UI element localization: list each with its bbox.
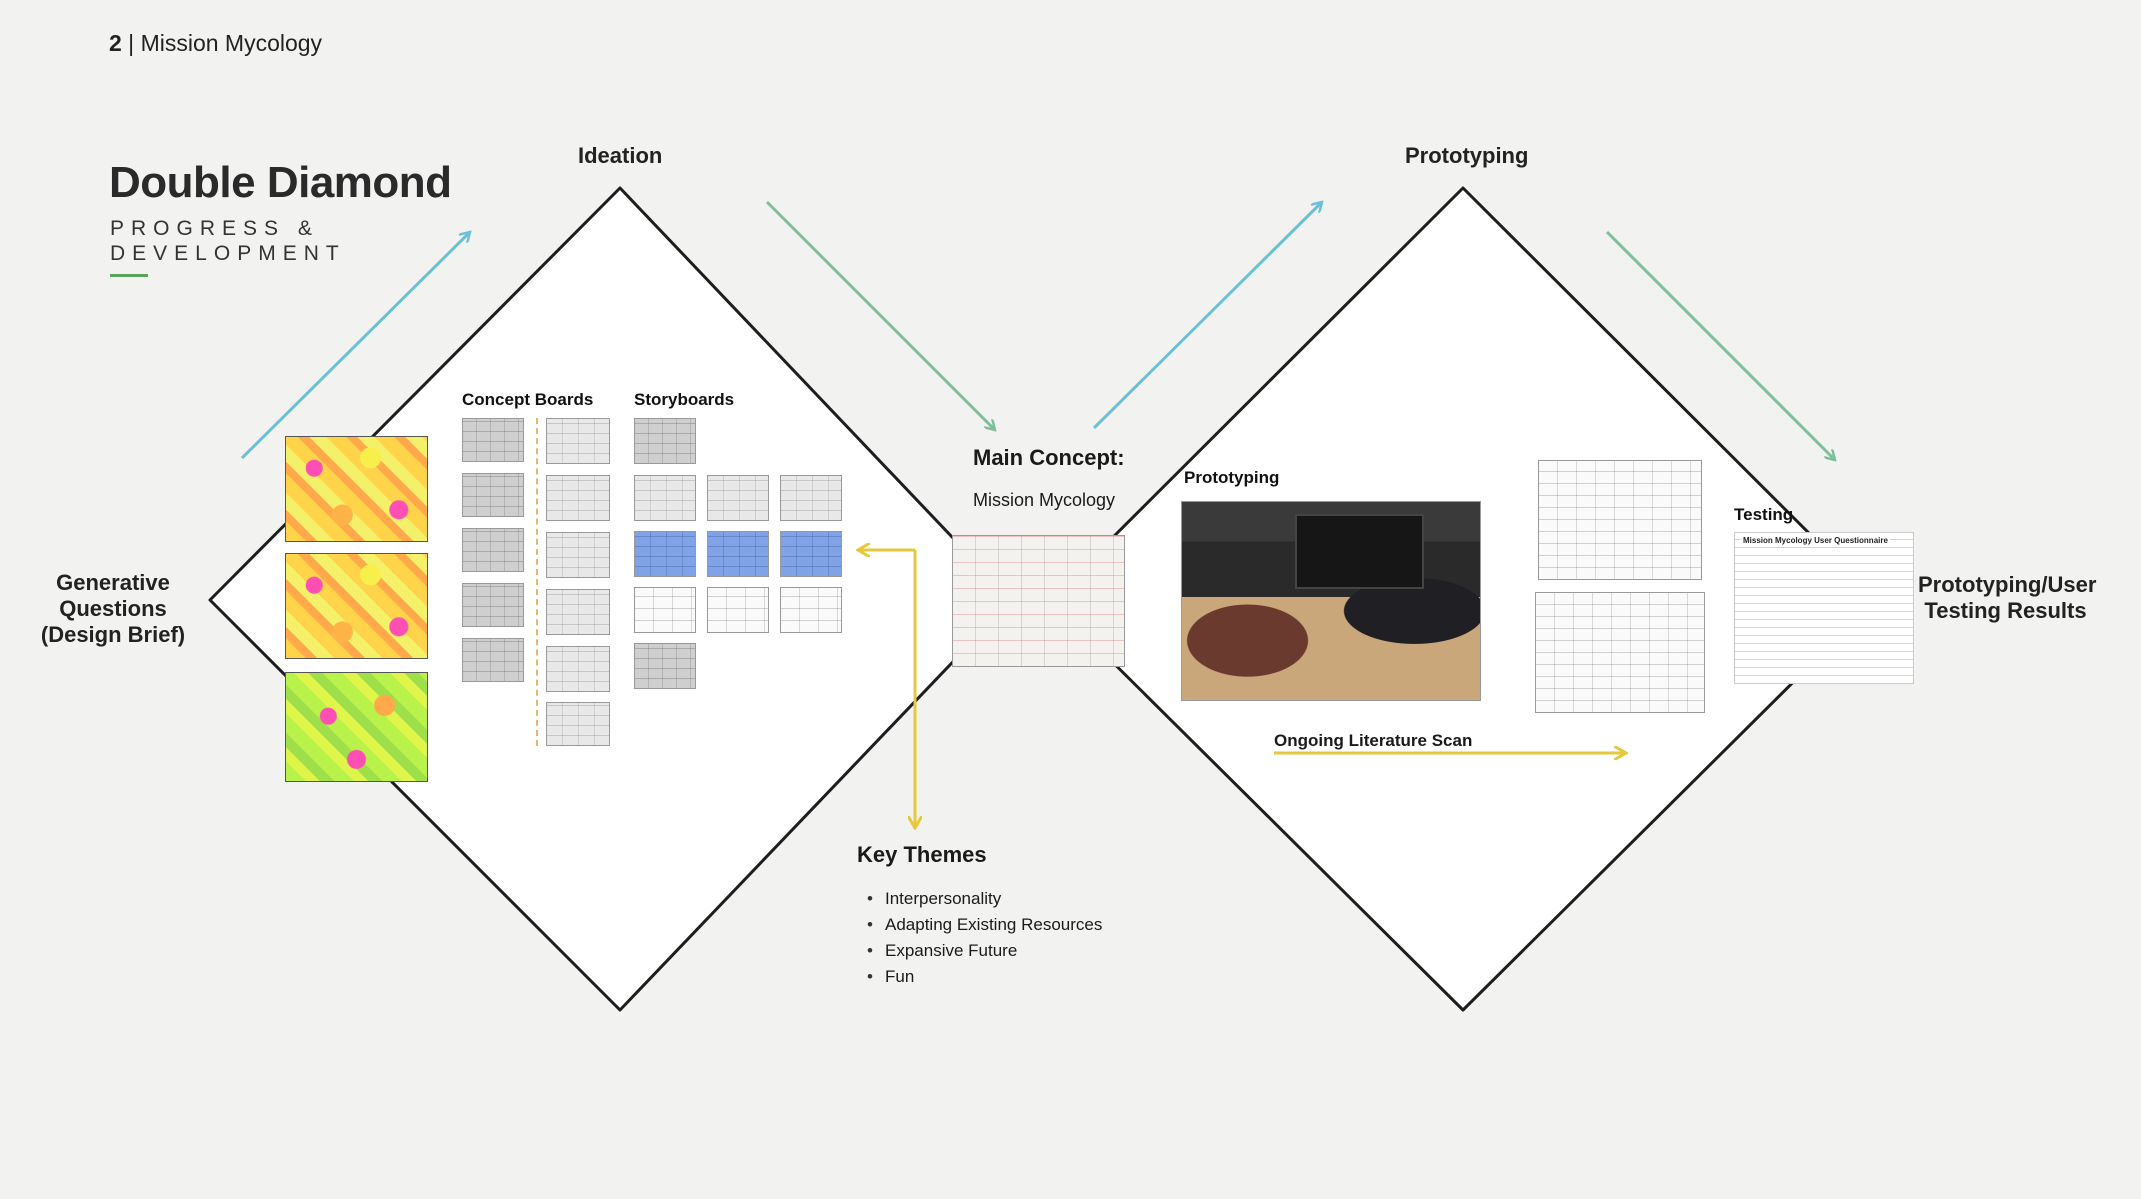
stage-prototyping: Prototyping — [1405, 143, 1529, 168]
page-header: 2 | Mission Mycology — [109, 30, 322, 57]
storyboard-thumb — [634, 531, 696, 577]
concept-board-divider — [536, 418, 538, 746]
page-title: Double Diamond — [109, 158, 452, 207]
title-underline — [110, 274, 148, 277]
sticky-notes-photo-1 — [285, 436, 428, 542]
arrow-diverge-2 — [1092, 202, 1322, 430]
concept-board-thumb — [546, 646, 610, 692]
key-theme-item: Fun — [867, 964, 1102, 990]
main-concept-value: Mission Mycology — [973, 490, 1116, 510]
literature-scan-label: Ongoing Literature Scan — [1274, 731, 1473, 750]
stage-ideation: Ideation — [578, 143, 663, 168]
concept-boards-label: Concept Boards — [462, 390, 594, 409]
questionnaire-title: Mission Mycology User Questionnaire — [1741, 535, 1890, 546]
stage-testing-results: Prototyping/User Testing Results — [1918, 572, 2097, 623]
concept-board-thumb — [546, 589, 610, 635]
arrow-converge-2 — [1605, 230, 1835, 460]
prototyping-label: Prototyping — [1184, 468, 1280, 487]
key-themes-heading: Key Themes — [857, 842, 987, 867]
storyboard-thumb — [780, 587, 842, 633]
storyboard-thumb — [634, 643, 696, 689]
page-number: 2 — [109, 30, 122, 56]
key-theme-item: Adapting Existing Resources — [867, 912, 1102, 938]
concept-board-thumb — [546, 532, 610, 578]
sticky-notes-photo-2 — [285, 553, 428, 659]
user-questionnaire-doc: Mission Mycology User Questionnaire — [1734, 532, 1914, 684]
concept-board-thumb — [546, 475, 610, 521]
concept-board-thumb — [546, 702, 610, 746]
concept-board-thumb — [546, 418, 610, 464]
concept-board-thumb — [462, 583, 524, 627]
key-theme-item: Expansive Future — [867, 938, 1102, 964]
concept-board-thumb — [462, 473, 524, 517]
key-themes-list: Interpersonality Adapting Existing Resou… — [867, 886, 1102, 990]
storyboard-thumb — [780, 531, 842, 577]
arrow-diverge-1 — [240, 232, 470, 460]
storyboard-thumb — [780, 475, 842, 521]
arrow-converge-1 — [765, 200, 995, 430]
storyboard-thumb — [707, 587, 769, 633]
concept-board-thumb — [462, 528, 524, 572]
storyboards-label: Storyboards — [634, 390, 735, 409]
header-project-name: Mission Mycology — [140, 30, 323, 56]
testing-label: Testing — [1734, 505, 1794, 524]
notes-sketch — [1535, 592, 1705, 713]
page-subtitle: PROGRESS & DEVELOPMENT — [110, 217, 346, 265]
storyboard-thumb — [634, 418, 696, 464]
storyboard-thumb — [707, 475, 769, 521]
storyboard-thumb — [634, 475, 696, 521]
concept-board-thumb — [462, 638, 524, 682]
sticky-notes-photo-3 — [285, 672, 428, 782]
stage-generative-questions: Generative Questions (Design Brief) — [40, 570, 186, 647]
wireframe-sketch — [1538, 460, 1702, 580]
key-theme-item: Interpersonality — [867, 886, 1102, 912]
prototyping-photo — [1181, 501, 1481, 701]
main-concept-whiteboard — [952, 535, 1125, 667]
storyboard-thumb — [634, 587, 696, 633]
header-separator: | — [121, 30, 141, 56]
main-concept-label: Main Concept: — [973, 445, 1125, 470]
concept-board-thumb — [462, 418, 524, 462]
storyboard-thumb — [707, 531, 769, 577]
